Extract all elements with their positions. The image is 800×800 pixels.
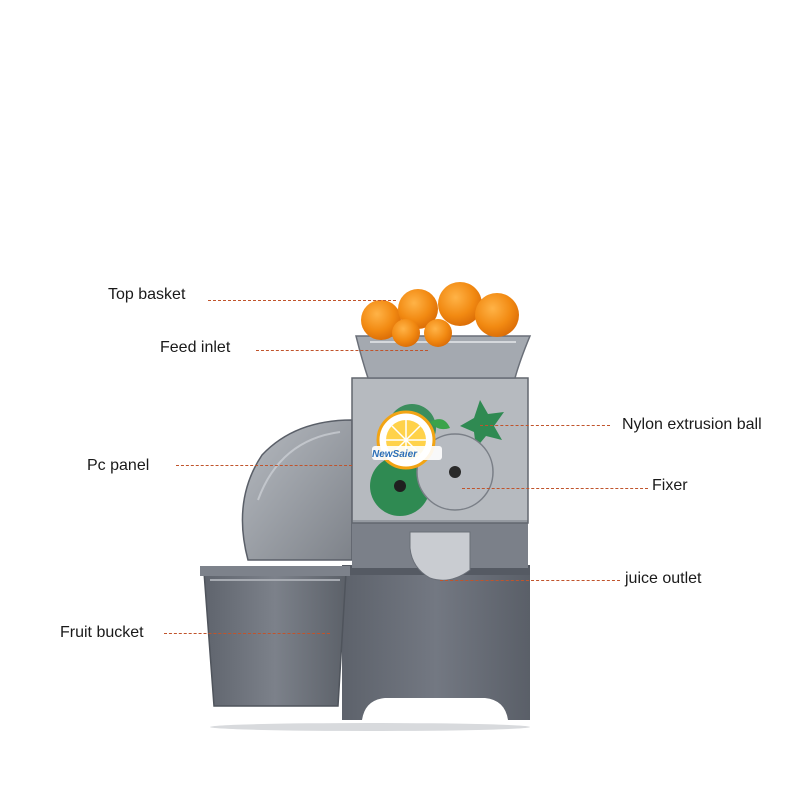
label-pc-panel: Pc panel <box>87 457 150 474</box>
label-feed-inlet: Feed inlet <box>160 339 231 356</box>
nylon-extrusion-ball <box>460 400 504 448</box>
top-basket-oranges <box>361 282 519 347</box>
leader-nylon-ball <box>480 425 610 426</box>
brand-logo-text: NewSaier <box>372 449 418 460</box>
leader-fruit-bucket <box>164 633 330 634</box>
label-fruit-bucket: Fruit bucket <box>60 624 144 641</box>
leader-top-basket <box>208 300 396 301</box>
leader-feed-inlet <box>256 350 428 351</box>
label-fixer: Fixer <box>652 477 688 494</box>
juice-outlet-spout <box>409 531 471 581</box>
feed-inlet <box>355 335 532 379</box>
leader-juice-outlet <box>440 580 620 581</box>
fruit-bucket-body <box>203 571 347 707</box>
leader-pc-panel <box>176 465 352 466</box>
label-top-basket: Top basket <box>108 286 186 303</box>
label-nylon-extrusion-ball: Nylon extrusion ball <box>622 416 762 433</box>
machine-base <box>342 568 530 720</box>
pc-panel <box>241 419 353 561</box>
leader-fixer <box>462 488 648 489</box>
label-juice-outlet: juice outlet <box>625 570 702 587</box>
